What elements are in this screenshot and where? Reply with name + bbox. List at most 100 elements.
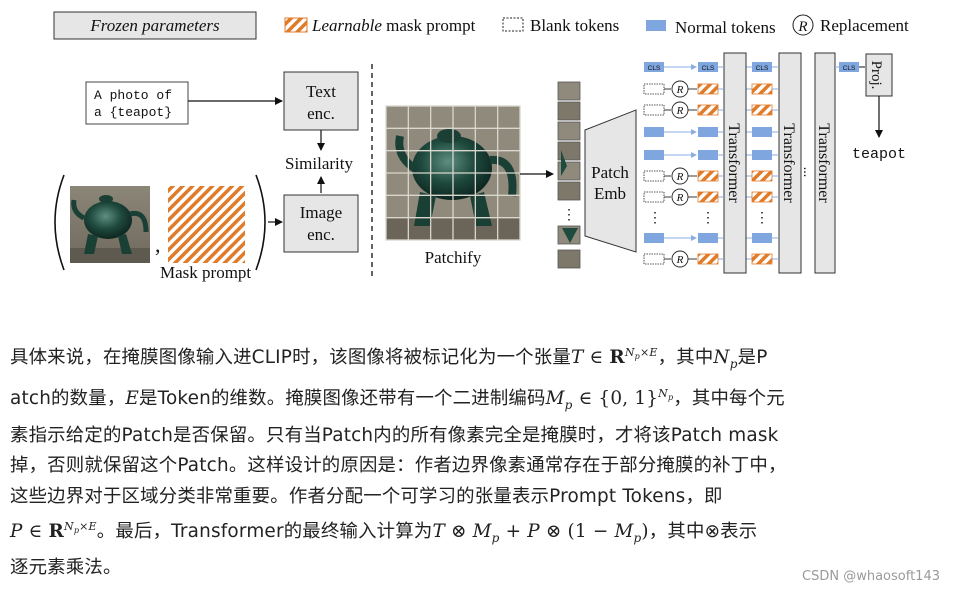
cls-token	[644, 62, 664, 72]
image-encoder-line1: Image	[300, 203, 342, 222]
svg-text:R: R	[676, 171, 684, 183]
caption-line-7: 逐元素乘法。	[10, 557, 122, 579]
caption-line-4: 掉，否则就保留这个Patch。这样设计的原因是：作者边界像素通常存在于部分掩膜的…	[10, 455, 787, 477]
caption-line-5: 这些边界对于区域分类非常重要。作者分配一个可学习的张量表示Prompt Toke…	[10, 485, 723, 507]
mask-prompt-swatch	[168, 186, 245, 263]
normal-token	[752, 127, 772, 137]
svg-text:⋮: ⋮	[562, 208, 576, 223]
transformer-block-2	[778, 52, 802, 274]
caption-text: 具体来说，在掩膜图像输入进CLIP时，该图像将被标记化为一个张量T ∈ RNp×…	[10, 338, 940, 584]
mask-prompt-token	[751, 83, 773, 95]
svg-text:R: R	[676, 254, 684, 266]
mask-prompt-token	[697, 191, 719, 203]
caption-line-3: 素指示给定的Patch是否保留。只有当Patch内的所有像素完全是掩膜时，才将该…	[10, 424, 779, 446]
mask-prompt-token	[697, 253, 719, 265]
patch-tile	[557, 181, 581, 201]
patch-tile	[557, 249, 581, 269]
mask-prompt-token	[751, 191, 773, 203]
transformer-label-3: Transformer	[815, 123, 832, 203]
projection-label: Proj.	[868, 61, 884, 90]
caption-line-6: P ∈ RNp×E。最后，Transformer的最终输入计算为T ⊗ Mp +…	[10, 520, 758, 545]
mask-prompt-token	[751, 170, 773, 182]
legend-replacement-symbol: R	[797, 19, 807, 35]
text-encoder-box	[283, 71, 359, 131]
patch-tile	[557, 141, 581, 161]
svg-text:⋮: ⋮	[701, 211, 715, 226]
patch-emb-line2: Emb	[594, 184, 626, 203]
normal-token	[644, 150, 664, 160]
mask-prompt-token	[751, 104, 773, 116]
legend: Frozen parameters Learnable mask prompt …	[53, 11, 909, 40]
patch-sequence: ⋮	[557, 81, 581, 269]
legend-blank-swatch	[502, 17, 524, 32]
teapot-image	[70, 186, 150, 263]
cls-label: CLS	[702, 65, 715, 72]
blank-token	[643, 170, 665, 182]
legend-normal-label: Normal tokens	[675, 18, 776, 37]
output-class-label: teapot	[852, 146, 906, 163]
patch-tile	[557, 81, 581, 101]
blank-token	[643, 104, 665, 116]
blank-token	[643, 83, 665, 95]
left-pipeline: A photo of a {teapot} Text enc. Similari…	[54, 71, 359, 282]
normal-token	[752, 233, 772, 243]
similarity-label: Similarity	[285, 154, 354, 173]
cls-label: CLS	[648, 65, 661, 72]
text-prompt-box	[85, 81, 189, 125]
output-cls-token	[839, 62, 859, 72]
normal-token	[644, 127, 664, 137]
svg-text:⋮: ⋮	[755, 211, 769, 226]
legend-blank-label: Blank tokens	[530, 16, 619, 35]
method-diagram: Frozen parameters Learnable mask prompt …	[53, 11, 909, 282]
transformer-ellipsis: ...	[800, 167, 815, 178]
svg-text:R: R	[676, 84, 684, 96]
watermark: CSDN @whaosoft143	[802, 569, 940, 584]
patch-embedding	[584, 109, 637, 253]
output-cls-label: CLS	[843, 65, 856, 72]
svg-text:R: R	[676, 105, 684, 117]
patch-emb-line1: Patch	[591, 163, 629, 182]
cls-label: CLS	[756, 65, 769, 72]
normal-token	[698, 233, 718, 243]
normal-token	[698, 150, 718, 160]
legend-replacement-label: Replacement	[820, 16, 909, 35]
cls-token	[698, 62, 718, 72]
svg-text:⋮: ⋮	[648, 211, 662, 226]
patchify-image	[385, 105, 521, 241]
mask-prompt-token	[697, 83, 719, 95]
transformer-label-1: Transformer	[725, 123, 742, 203]
mask-prompt-token	[697, 170, 719, 182]
image-encoder-box	[283, 194, 359, 253]
mask-prompt-token	[697, 104, 719, 116]
blank-token	[643, 191, 665, 203]
projection-box	[865, 53, 893, 97]
normal-token	[644, 233, 664, 243]
legend-frozen-box	[53, 11, 257, 40]
legend-replacement-circle	[792, 14, 814, 36]
legend-learnable-label: Learnable mask prompt	[311, 16, 476, 35]
blank-token	[643, 253, 665, 265]
mask-prompt-label: Mask prompt	[160, 263, 251, 282]
image-encoder-line2: enc.	[307, 225, 335, 244]
legend-normal-swatch	[646, 20, 666, 31]
patch-tile	[557, 101, 581, 121]
legend-frozen-label: Frozen parameters	[89, 16, 220, 35]
transformer-block-1	[723, 52, 747, 274]
comma: ,	[155, 232, 161, 257]
transformer-block-3	[814, 52, 836, 274]
left-paren	[54, 174, 65, 271]
caption-line-1: 具体来说，在掩膜图像输入进CLIP时，该图像将被标记化为一个张量T ∈ RNp×…	[10, 346, 768, 371]
right-paren	[255, 174, 266, 271]
mask-prompt-token	[751, 253, 773, 265]
normal-token	[752, 150, 772, 160]
text-prompt-line2: a {teapot}	[94, 105, 172, 120]
cls-token	[752, 62, 772, 72]
patch-tile	[557, 121, 581, 141]
text-prompt-line1: A photo of	[94, 88, 172, 103]
legend-learnable-swatch	[284, 17, 308, 33]
text-encoder-line1: Text	[306, 82, 336, 101]
caption-line-2: atch的数量，E是Token的维数。掩膜图像还带有一个二进制编码Mp ∈ {0…	[10, 387, 785, 413]
normal-token	[698, 127, 718, 137]
transformer-label-2: Transformer	[780, 123, 797, 203]
